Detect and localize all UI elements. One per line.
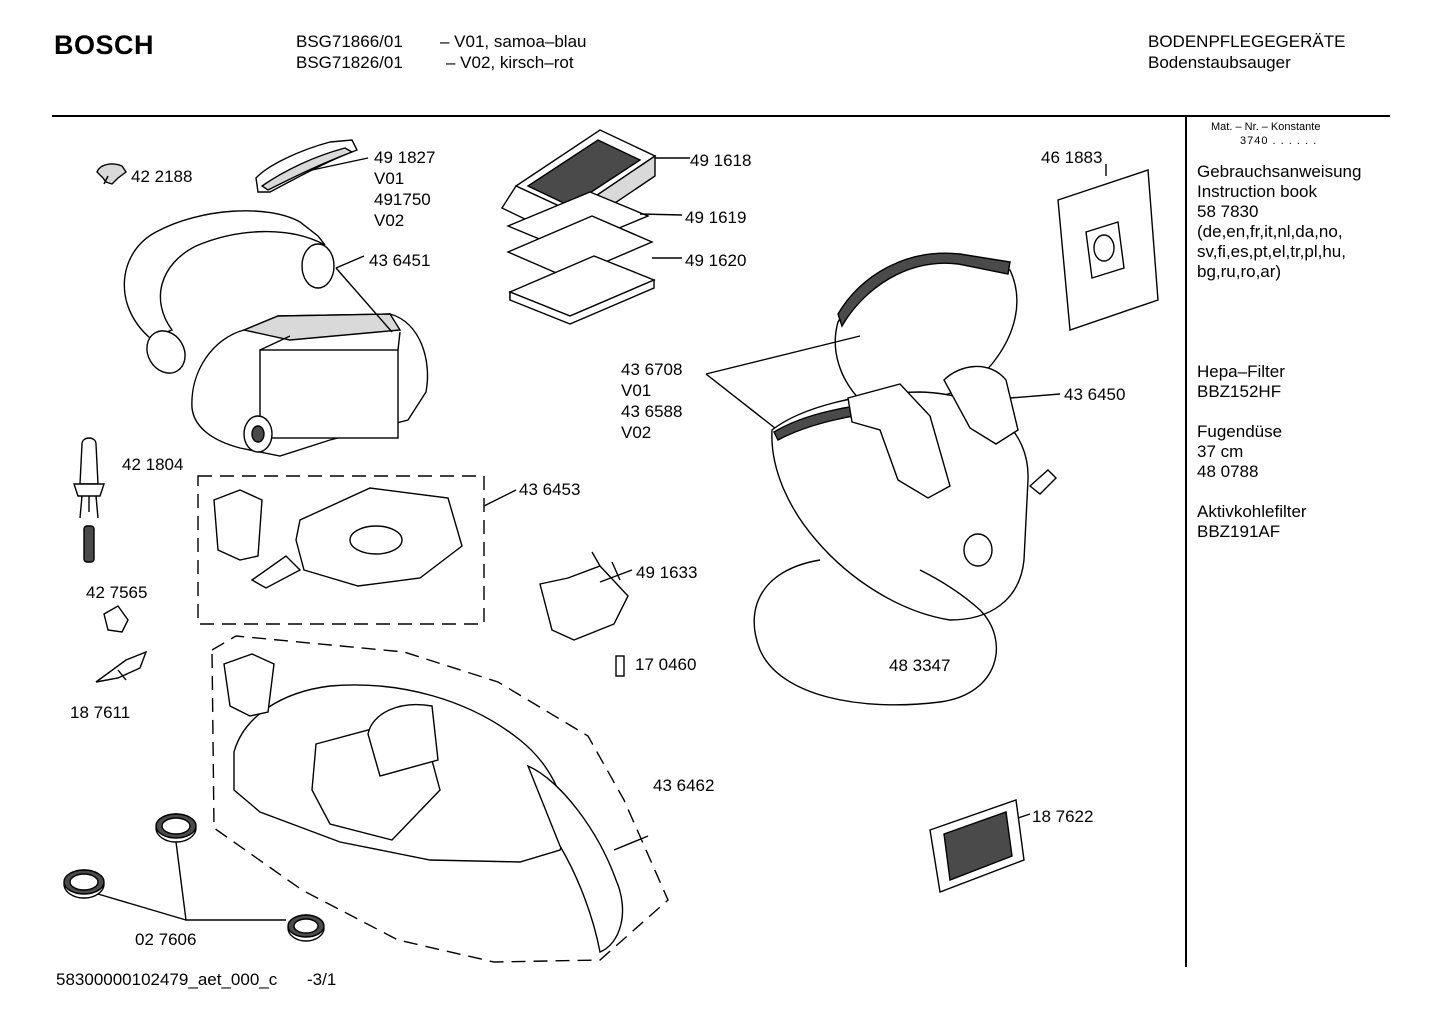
part-label-436708: 43 6708 <box>621 360 683 379</box>
filter-pad-part-491620 <box>506 215 682 325</box>
bracket-part-491633 <box>539 551 633 641</box>
part-label-436453: 43 6453 <box>519 480 581 499</box>
clip-part-427565 <box>103 605 129 633</box>
part-label-436708-v01: V01 <box>621 381 652 400</box>
category-subtitle: Bodenstaubsauger <box>1148 53 1291 72</box>
sidebar-line: 48 0788 <box>1197 462 1259 481</box>
sidebar-line: Gebrauchsanweisung <box>1197 162 1362 181</box>
part-label-491750: 491750 <box>374 190 431 209</box>
part-label-421804: 42 1804 <box>122 455 184 474</box>
filter-grille-part-187622 <box>929 799 1031 893</box>
part-label-491827: 49 1827 <box>374 148 436 167</box>
part-label-491827-v01: V01 <box>374 169 405 188</box>
sidebar-line: Aktivkohlefilter <box>1197 502 1307 521</box>
part-label-461883: 46 1883 <box>1041 148 1103 167</box>
page-number: -3/1 <box>307 970 337 989</box>
part-label-491620: 49 1620 <box>685 251 747 270</box>
brand-logo: BOSCH <box>54 30 155 60</box>
category-title: BODENPFLEGEGERÄTE <box>1148 32 1346 51</box>
cord-part-483347 <box>753 559 997 706</box>
part-label-422188: 42 2188 <box>131 167 193 186</box>
top-housing-part-436451 <box>191 255 429 457</box>
sidebar-line: Instruction book <box>1197 182 1318 201</box>
part-label-187622: 18 7622 <box>1032 807 1094 826</box>
part-label-491750-v02: V02 <box>374 211 405 230</box>
clip-part-422188 <box>96 163 127 185</box>
wheel-parts-027606 <box>63 813 325 942</box>
sidebar-line: sv,fi,es,pt,el,tr,pl,hu, <box>1197 242 1346 261</box>
main-body-part-436450 <box>771 365 1061 621</box>
sidebar-line: Hepa–Filter <box>1197 362 1285 381</box>
model-number-1: BSG71866/01 <box>296 32 403 51</box>
sidebar-notes: Gebrauchsanweisung Instruction book 58 7… <box>1197 162 1361 542</box>
model-variant-2: – V02, kirsch–rot <box>446 53 574 72</box>
part-label-491619: 49 1619 <box>685 208 747 227</box>
part-label-436588-v02: V02 <box>621 423 652 442</box>
model-variant-1: – V01, samoa–blau <box>440 32 587 51</box>
spring-part-187611 <box>95 650 148 683</box>
document-id: 58300000102479_aet_000_c <box>56 970 278 989</box>
handle-cover-part-491827 <box>255 139 369 193</box>
part-label-170460: 17 0460 <box>635 655 697 674</box>
sidebar-divider <box>1185 115 1187 967</box>
part-label-491618: 49 1618 <box>690 151 752 170</box>
sidebar-line: BBZ191AF <box>1197 522 1281 541</box>
hose-handle <box>123 210 335 374</box>
dashed-group-436453 <box>197 475 517 625</box>
sidebar-line: (de,en,fr,it,nl,da,no, <box>1197 222 1343 241</box>
header-rule <box>52 115 1390 117</box>
part-label-436451: 43 6451 <box>369 251 431 270</box>
mat-number-label: Mat. – Nr. – Konstante <box>1211 121 1321 133</box>
part-label-436588: 43 6588 <box>621 402 683 421</box>
sidebar-line: 37 cm <box>1197 442 1244 461</box>
sidebar-line: 58 7830 <box>1197 202 1259 221</box>
dust-bag-part-461883 <box>1057 164 1159 331</box>
bulb-part-421804 <box>73 437 105 563</box>
part-label-027606: 02 7606 <box>135 930 197 949</box>
sidebar-line: BBZ152HF <box>1197 382 1282 401</box>
mat-number-value: 3740 . . . . . . <box>1240 135 1318 147</box>
base-housing-part-436462 <box>211 635 669 963</box>
part-label-436450: 43 6450 <box>1064 385 1126 404</box>
model-number-2: BSG71826/01 <box>296 53 403 72</box>
sidebar-line: Fugendüse <box>1197 422 1283 441</box>
pin-part-170460 <box>615 655 625 677</box>
part-label-483347: 48 3347 <box>889 656 951 675</box>
part-label-436462: 43 6462 <box>653 776 715 795</box>
part-label-491633: 49 1633 <box>636 563 698 582</box>
lid-part-436708 <box>705 252 1018 433</box>
part-label-427565: 42 7565 <box>86 583 148 602</box>
part-label-187611: 18 7611 <box>70 703 131 722</box>
sidebar-line: bg,ru,ro,ar) <box>1197 262 1282 281</box>
